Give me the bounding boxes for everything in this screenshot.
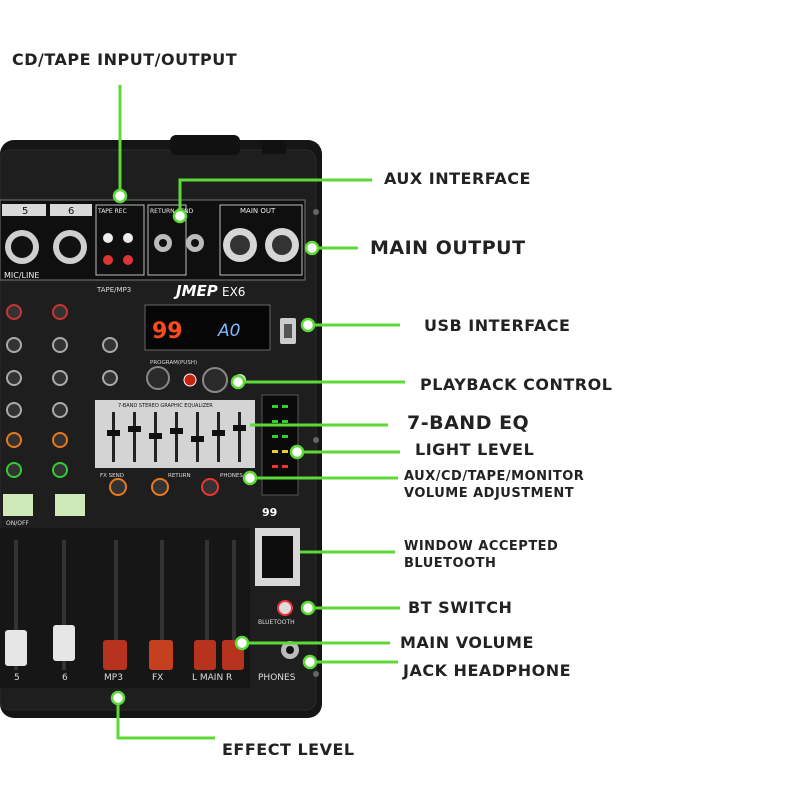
fader-label-phones: PHONES <box>258 673 296 683</box>
callout-window-bluetooth-line1: WINDOW ACCEPTED <box>404 539 559 554</box>
tape-mp3-label: TAPE/MP3 <box>96 286 131 294</box>
callout-playback-control: PLAYBACK CONTROL <box>420 375 613 394</box>
fader-label-mp3: MP3 <box>104 673 123 683</box>
bluetooth-label: BLUETOOTH <box>258 619 295 626</box>
callout-window-bluetooth-line2: BLUETOOTH <box>404 556 497 571</box>
channel-5-label: 5 <box>22 206 28 217</box>
return-label: RETURN <box>168 473 191 479</box>
callout-aux-interface: AUX INTERFACE <box>384 169 531 188</box>
brand-logo: JMEP <box>173 282 218 300</box>
callout-aux-volume-line1: AUX/CD/TAPE/MONITOR <box>404 469 585 484</box>
eq-sliders <box>107 412 246 462</box>
faders <box>5 540 244 670</box>
callout-bt-switch: BT SWITCH <box>408 598 513 617</box>
callout-effect-level: EFFECT LEVEL <box>222 740 355 759</box>
main-out-label: MAIN OUT <box>240 207 276 215</box>
callout-cd-tape: CD/TAPE INPUT/OUTPUT <box>12 50 238 69</box>
fader-label-main: L MAIN R <box>192 673 232 683</box>
callout-line-effect-level <box>116 700 215 740</box>
mic-line-label: MIC/LINE <box>4 271 39 280</box>
callout-dots <box>110 188 320 706</box>
channel-knobs <box>6 304 118 478</box>
eq-title: 7-BAND STEREO GRAPHIC EQUALIZER <box>118 403 213 409</box>
channel-6-label: 6 <box>68 206 74 217</box>
callout-main-volume: MAIN VOLUME <box>400 633 534 652</box>
fader-label-5: 5 <box>14 673 20 683</box>
return-send-label: RETURN SEND <box>150 208 194 215</box>
fader-label-fx: FX <box>152 673 163 683</box>
callout-lines <box>116 85 405 740</box>
callout-aux-volume-line2: VOLUME ADJUSTMENT <box>404 486 575 501</box>
program-push-label: PROGRAM(PUSH) <box>150 360 197 366</box>
dsp-badge: 99 <box>262 506 277 519</box>
tape-rec-label: TAPE REC <box>97 208 127 215</box>
level-meter-leds <box>272 405 288 468</box>
callout-window-bluetooth: WINDOW ACCEPTED BLUETOOTH <box>404 538 558 572</box>
model-label: EX6 <box>222 285 245 299</box>
lcd-display: A0 <box>217 321 240 341</box>
fader-label-6: 6 <box>62 673 68 683</box>
callout-aux-volume: AUX/CD/TAPE/MONITOR VOLUME ADJUSTMENT <box>404 468 584 502</box>
callout-usb-interface: USB INTERFACE <box>424 316 571 335</box>
on-off-label: ON/OFF <box>6 520 29 527</box>
mixer-device: 5 6 MIC/LINE TAPE REC RETURN SEND MAIN O… <box>0 135 322 718</box>
phones-knob-label: PHONES <box>220 473 243 479</box>
callout-7-band-eq: 7-BAND EQ <box>407 412 530 434</box>
fx-send-label: FX SEND <box>100 473 124 479</box>
led-display: 99 <box>152 319 183 344</box>
callout-main-output: MAIN OUTPUT <box>370 237 526 259</box>
callout-line-aux <box>178 178 372 218</box>
callout-jack-headphone: JACK HEADPHONE <box>403 661 572 680</box>
callout-light-level: LIGHT LEVEL <box>415 440 535 459</box>
